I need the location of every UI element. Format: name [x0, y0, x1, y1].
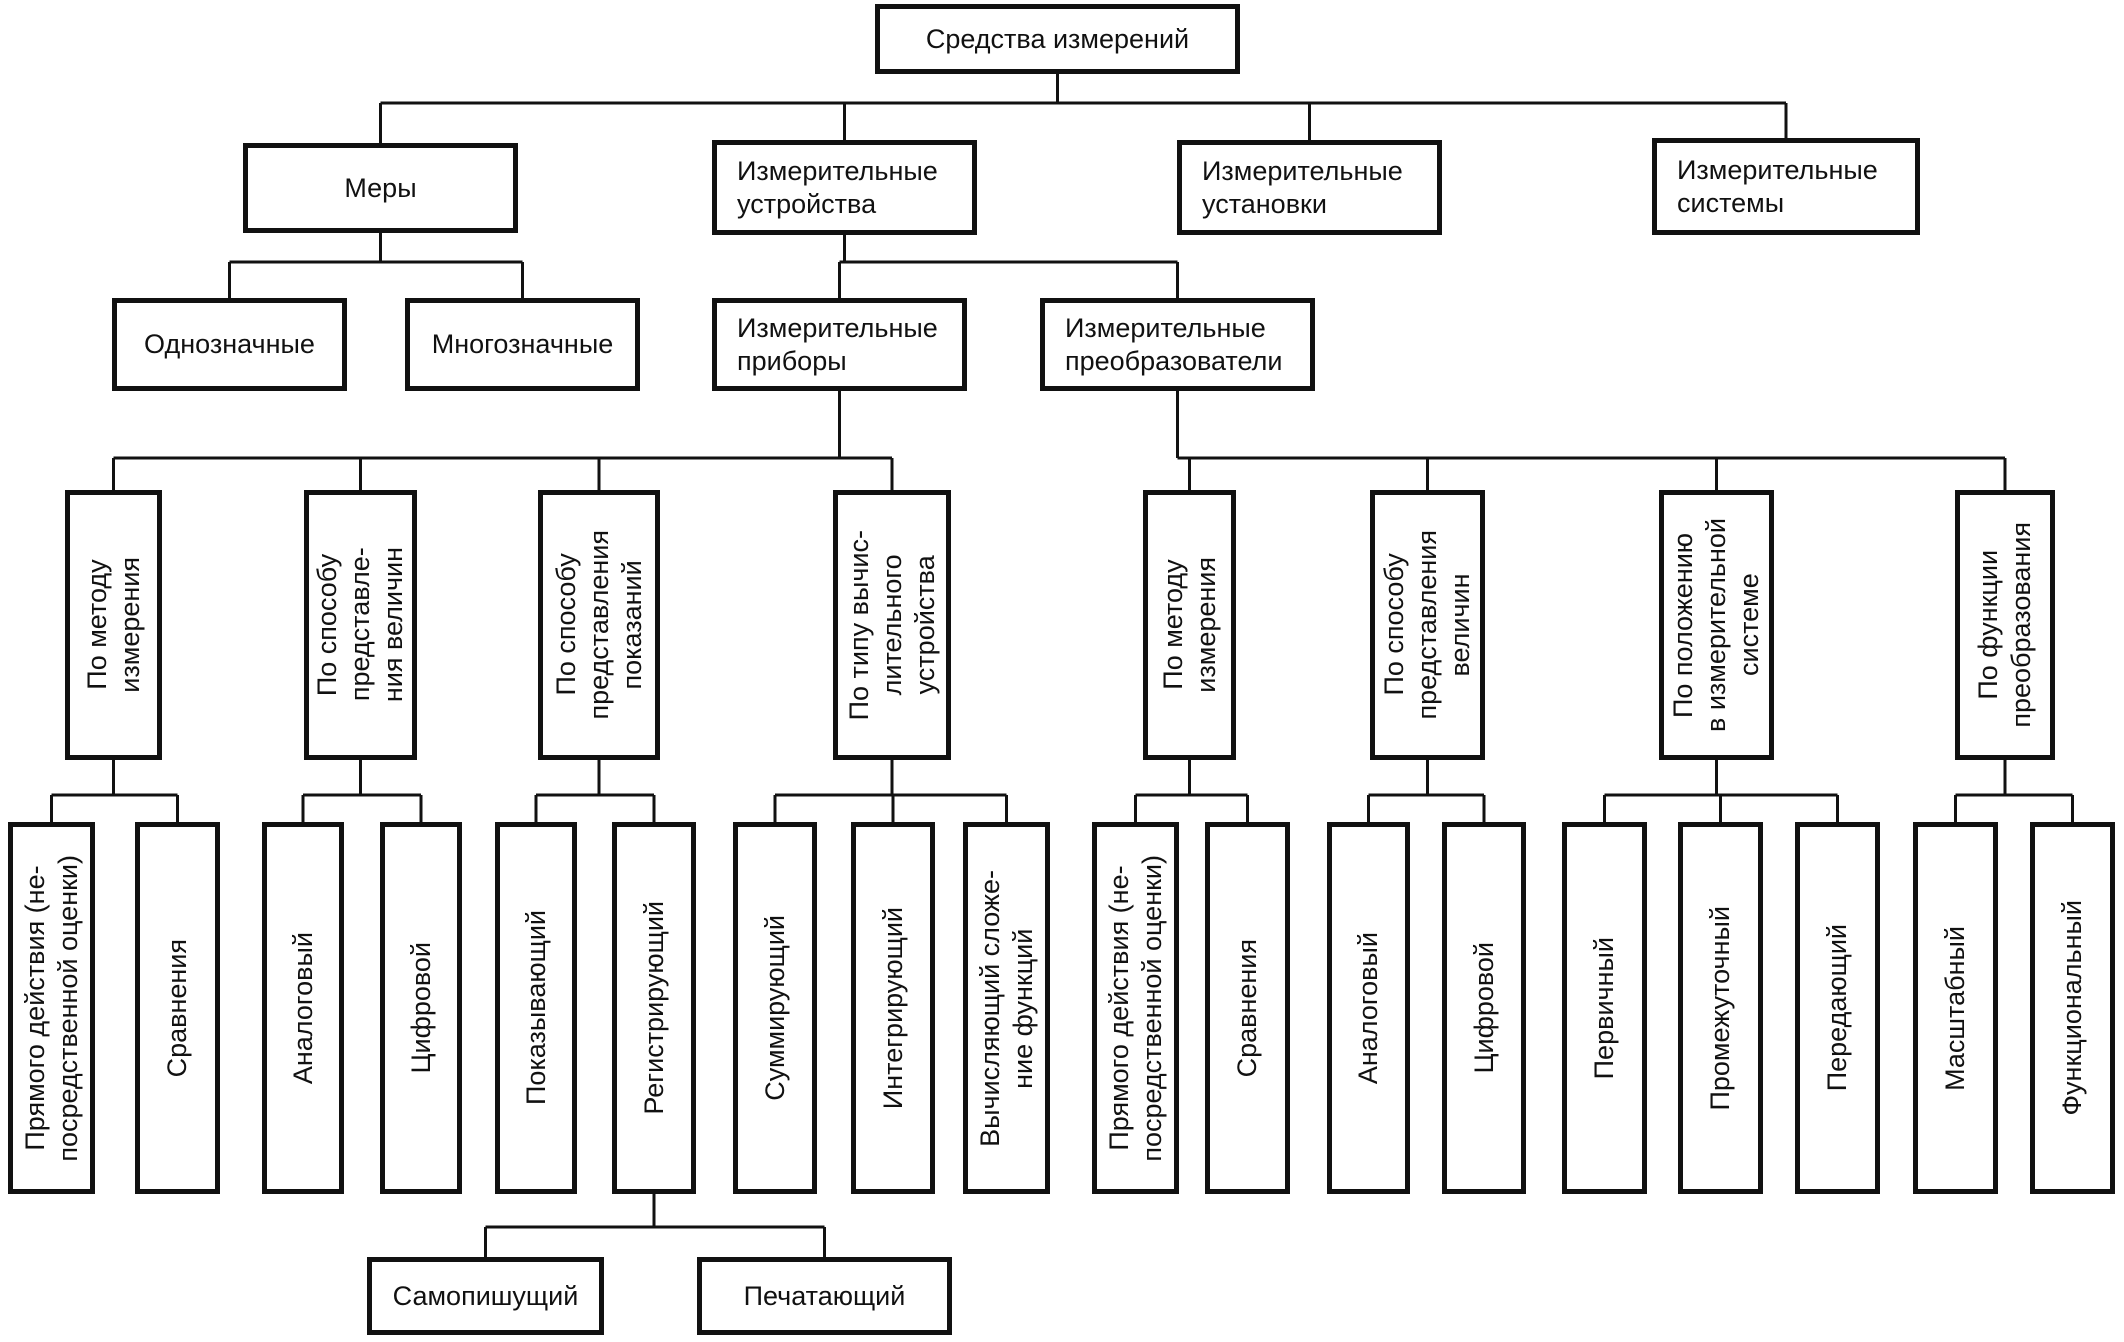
connector-n-mery — [228, 233, 524, 298]
node-po-funkcii-preobrazovaniya-label: По функции преобразования — [1973, 522, 2036, 728]
node-po-metodu-izmereniya-preobr: По методу измерения — [1143, 490, 1236, 760]
leaf-cifrovoi-preobr-label: Цифровой — [1468, 942, 1499, 1074]
connector-n-preobr — [1176, 391, 2007, 490]
node-izmeritelnye-ustanovki-label: Измерительные установки — [1202, 155, 1403, 219]
leaf-pryamogo-deistviya-preobr: Прямого действия (не- посредственной оце… — [1092, 822, 1179, 1194]
leaf-analogovyi-preobr: Аналоговый — [1327, 822, 1410, 1194]
connector-c6 — [1367, 760, 1486, 822]
node-odnoznachnye-label: Однозначные — [144, 329, 315, 360]
leaf-cifrovoi-pribory: Цифровой — [380, 822, 462, 1194]
leaf-masshtabnyi-label: Масштабный — [1940, 925, 1971, 1091]
node-izmeritelnye-sistemy: Измерительные системы — [1652, 138, 1920, 235]
leaf-summiruyushchii-label: Суммирующий — [759, 915, 790, 1101]
node-po-sposobu-velichin-preobr-label: По способу представления величин — [1379, 530, 1475, 720]
node-samopishushchii-label: Самопишущий — [392, 1280, 579, 1311]
leaf-cifrovoi-pribory-label: Цифровой — [405, 942, 436, 1074]
node-odnoznachnye: Однозначные — [112, 298, 347, 391]
leaf-funkcionalnyi-label: Функциональный — [2057, 900, 2088, 1116]
node-po-sposobu-pokazanii: По способу представления показаний — [538, 490, 660, 760]
node-izmeritelnye-sistemy-label: Измерительные системы — [1677, 154, 1878, 218]
leaf-peredayushchii-label: Передающий — [1822, 924, 1853, 1092]
node-mnogoznachnye-label: Многозначные — [431, 329, 614, 360]
connector-n-root — [379, 74, 1788, 143]
node-po-sposobu-velichin-preobr: По способу представления величин — [1370, 490, 1485, 760]
node-pechatayushchii-label: Печатающий — [743, 1280, 906, 1311]
connector-c4 — [773, 760, 1008, 822]
leaf-sravneniya-preobr: Сравнения — [1205, 822, 1290, 1194]
connector-n-ustroistva — [838, 235, 1179, 298]
connector-c8 — [1954, 760, 2074, 822]
leaf-analogovyi-pribory: Аналоговый — [262, 822, 344, 1194]
leaf-analogovyi-pribory-label: Аналоговый — [287, 931, 318, 1085]
leaf-sravneniya-pribory-label: Сравнения — [162, 938, 193, 1078]
leaf-pryamogo-deistviya-preobr-label: Прямого действия (не- посредственной оце… — [1103, 854, 1167, 1162]
connector-l6 — [484, 1194, 826, 1257]
connector-c5 — [1134, 760, 1249, 822]
node-po-funkcii-preobrazovaniya: По функции преобразования — [1955, 490, 2055, 760]
leaf-sravneniya-pribory: Сравнения — [135, 822, 220, 1194]
node-pechatayushchii: Печатающий — [697, 1257, 952, 1335]
connector-c3 — [534, 760, 656, 822]
leaf-pryamogo-deistviya-pribory-label: Прямого действия (не- посредственной оце… — [19, 854, 83, 1162]
leaf-masshtabnyi: Масштабный — [1913, 822, 1998, 1194]
node-izmeritelnye-ustanovki: Измерительные установки — [1177, 140, 1442, 235]
node-po-tipu-vychislitelnogo-ustroistva: По типу вычис- лительного устройства — [833, 490, 951, 760]
leaf-summiruyushchii: Суммирующий — [733, 822, 817, 1194]
node-po-metodu-izmereniya-preobr-label: По методу измерения — [1157, 557, 1221, 693]
leaf-pryamogo-deistviya-pribory: Прямого действия (не- посредственной оце… — [8, 822, 95, 1194]
node-po-sposobu-pokazanii-label: По способу представления показаний — [550, 530, 647, 720]
connector-n-pribory — [112, 391, 894, 490]
leaf-pervichnyi: Первичный — [1562, 822, 1647, 1194]
node-izmeritelnye-preobrazovateli-label: Измерительные преобразователи — [1065, 312, 1283, 376]
connector-c7 — [1603, 760, 1839, 822]
leaf-cifrovoi-preobr: Цифровой — [1442, 822, 1526, 1194]
node-po-metodu-izmereniya-pribory-label: По методу измерения — [81, 557, 145, 693]
node-mery-label: Меры — [344, 172, 417, 203]
node-mnogoznachnye: Многозначные — [405, 298, 640, 391]
node-po-polozheniyu-v-sisteme: По положению в измерительной системе — [1659, 490, 1774, 760]
leaf-registriruyushchii: Регистрирующий — [612, 822, 696, 1194]
leaf-integriruyushchii: Интегрирующий — [851, 822, 935, 1194]
leaf-registriruyushchii-label: Регистрирующий — [638, 901, 669, 1115]
leaf-integriruyushchii-label: Интегрирующий — [877, 906, 908, 1110]
leaf-sravneniya-preobr-label: Сравнения — [1232, 938, 1263, 1078]
leaf-promezhutochnyi: Промежуточный — [1678, 822, 1763, 1194]
leaf-pervichnyi-label: Первичный — [1589, 936, 1620, 1080]
node-po-sposobu-velichin-pribory-label: По способу представле- ния величин — [312, 547, 408, 703]
node-samopishushchii: Самопишущий — [367, 1257, 604, 1335]
leaf-vychislyayushchii-label: Вычисляющий сложе- ние функций — [974, 869, 1038, 1147]
leaf-peredayushchii: Передающий — [1795, 822, 1880, 1194]
node-po-polozheniyu-v-sisteme-label: По положению в измерительной системе — [1668, 518, 1764, 732]
leaf-promezhutochnyi-label: Промежуточный — [1705, 905, 1736, 1111]
connector-c2 — [301, 760, 423, 822]
node-po-metodu-izmereniya-pribory: По методу измерения — [65, 490, 162, 760]
node-po-sposobu-velichin-pribory: По способу представле- ния величин — [304, 490, 417, 760]
node-izmeritelnye-pribory: Измерительные приборы — [712, 298, 967, 391]
node-izmeritelnye-pribory-label: Измерительные приборы — [737, 312, 938, 376]
connector-c1 — [50, 760, 179, 822]
node-mery: Меры — [243, 143, 518, 233]
node-izmeritelnye-ustroistva-label: Измерительные устройства — [737, 155, 938, 219]
root-node: Средства измерений — [875, 4, 1240, 74]
node-izmeritelnye-ustroistva: Измерительные устройства — [712, 140, 977, 235]
leaf-funkcionalnyi: Функциональный — [2030, 822, 2115, 1194]
node-izmeritelnye-preobrazovateli: Измерительные преобразователи — [1040, 298, 1315, 391]
leaf-vychislyayushchii: Вычисляющий сложе- ние функций — [963, 822, 1050, 1194]
leaf-pokazyvayushchii-label: Показывающий — [520, 910, 551, 1106]
leaf-analogovyi-preobr-label: Аналоговый — [1353, 931, 1384, 1085]
root-label: Средства измерений — [925, 23, 1190, 54]
node-po-tipu-vychislitelnogo-ustroistva-label: По типу вычис- лительного устройства — [843, 529, 940, 721]
leaf-pokazyvayushchii: Показывающий — [495, 822, 577, 1194]
